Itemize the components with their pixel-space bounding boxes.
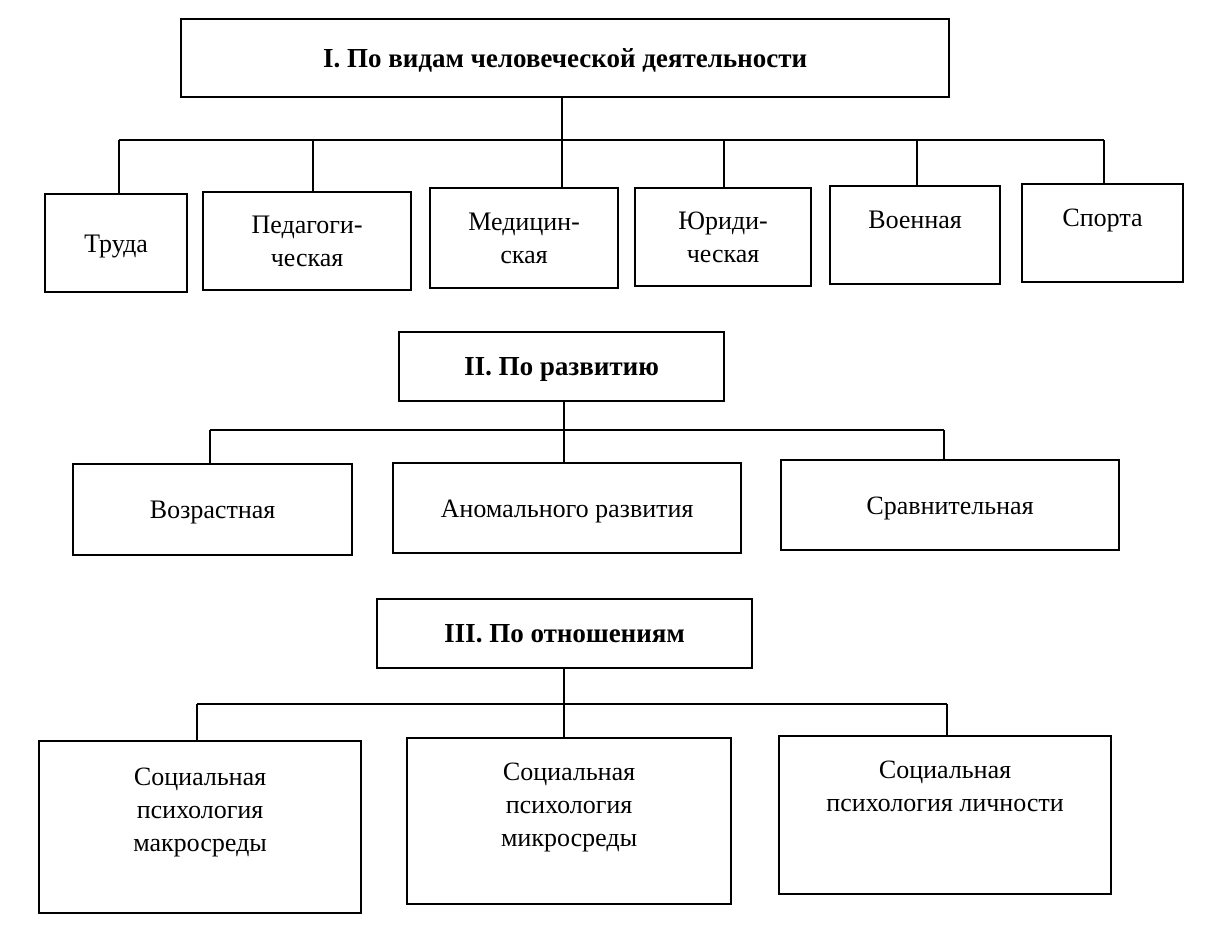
box-legal-line-1: Юриди- [678, 206, 768, 235]
box-micro-environment-line-2: психология [505, 790, 633, 819]
box-labor: Труда [44, 193, 188, 293]
box-labor-line-1: Труда [84, 228, 148, 258]
box-abnormal-development-line-1: Аномального развития [440, 493, 694, 523]
box-sport-line-1: Спорта [1062, 203, 1143, 232]
box-micro-environment: Социальная психология микросреды [406, 737, 732, 905]
box-medical: Медицин- ская [429, 187, 619, 289]
box-personality: Социальная психология личности [778, 735, 1112, 895]
box-macro-environment-line-3: макросреды [133, 828, 267, 857]
box-legal: Юриди- ческая [634, 187, 812, 287]
header-section-1: I. По видам человеческой деятельности [180, 18, 950, 98]
box-personality-line-2: психология личности [826, 788, 1064, 817]
box-micro-environment-line-1: Социальная [502, 757, 636, 786]
box-micro-environment-line-3: микросреды [500, 823, 638, 852]
box-legal-line-2: ческая [686, 239, 760, 268]
box-pedagogical-line-2: ческая [270, 243, 344, 272]
box-pedagogical: Педагоги- ческая [202, 191, 412, 291]
box-pedagogical-line-1: Педагоги- [251, 210, 363, 239]
box-medical-line-1: Медицин- [468, 207, 580, 236]
box-comparative-line-1: Сравнительная [866, 490, 1034, 520]
box-personality-line-1: Социальная [878, 755, 1012, 784]
box-macro-environment: Социальная психология макросреды [38, 740, 362, 914]
box-abnormal-development: Аномального развития [392, 462, 742, 554]
box-age: Возрастная [72, 463, 353, 556]
box-military-line-1: Военная [868, 205, 962, 234]
header-section-3: III. По отношениям [376, 598, 753, 669]
header-section-2: II. По развитию [398, 331, 725, 402]
box-age-line-1: Возрастная [149, 495, 276, 524]
box-medical-line-2: ская [500, 240, 548, 269]
box-comparative: Сравнительная [780, 459, 1120, 551]
box-sport: Спорта [1021, 183, 1184, 283]
box-macro-environment-line-1: Социальная [133, 762, 267, 791]
box-military: Военная [829, 185, 1001, 285]
box-macro-environment-line-2: психология [136, 795, 264, 824]
